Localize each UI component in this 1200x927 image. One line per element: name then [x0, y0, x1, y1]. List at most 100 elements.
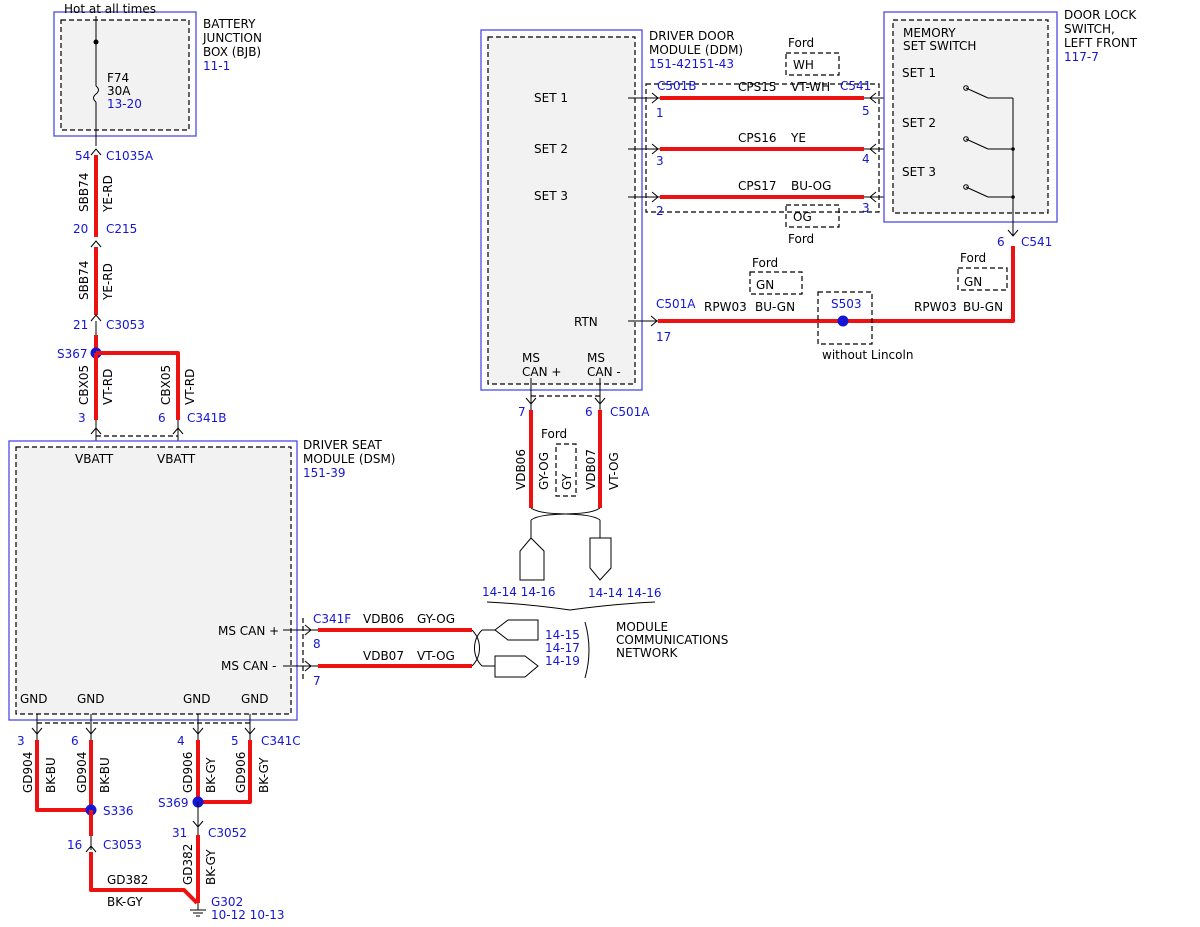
splice-s503[interactable] — [837, 315, 849, 327]
c541-pin-3: 3 — [862, 201, 870, 215]
gd906-right-circuit: GD906 — [234, 752, 248, 793]
door-lock-switch-left-front[interactable] — [883, 11, 1058, 223]
ground-icon — [190, 903, 206, 917]
rpw03-left-color: BU-GN — [755, 300, 795, 314]
fuse-f74-icon — [93, 85, 99, 103]
dsm-ms-can-minus: MS CAN - — [221, 659, 277, 673]
c341b-label[interactable]: C341B — [187, 411, 227, 425]
ddm-can-minus-line1: MS — [587, 351, 605, 365]
c3053-bottom-label[interactable]: C3053 — [103, 838, 142, 852]
s336-label[interactable]: S336 — [103, 804, 134, 818]
ddm-set2: SET 2 — [534, 142, 568, 156]
bjb-title-line3: BOX (BJB) — [203, 45, 261, 59]
s367-label[interactable]: S367 — [57, 347, 88, 361]
s503-label[interactable]: S503 — [831, 297, 862, 311]
gd904-right-circuit: GD904 — [75, 752, 89, 793]
dsm-page-ref[interactable]: 151-39 — [303, 466, 346, 480]
c341f-label[interactable]: C341F — [313, 612, 351, 626]
ddm-can-plus-refs[interactable]: 14-14 14-16 — [482, 585, 556, 599]
switch-set2-icon — [963, 136, 1013, 150]
fuse-name: F74 — [107, 71, 129, 85]
bjb-page-ref[interactable]: 11-1 — [203, 59, 230, 73]
network-ref-3[interactable]: 14-19 — [545, 654, 580, 668]
vdb06-v-circuit: VDB06 — [514, 449, 528, 490]
ford-label-cps17: Ford — [788, 232, 814, 246]
dsm-ms-can-plus: MS CAN + — [218, 624, 279, 638]
rpw03-right-color: BU-GN — [963, 300, 1003, 314]
sbb74-upper-circuit: SBB74 — [77, 173, 91, 212]
g302-page-refs[interactable]: 10-12 10-13 — [211, 908, 285, 922]
c3053-top-pin: 21 — [73, 318, 88, 332]
gd906-left-color: BK-GY — [204, 757, 218, 793]
c501a-rtn-label[interactable]: C501A — [656, 297, 696, 311]
gd904-left-color: BK-BU — [44, 757, 58, 793]
c341c-pin-2: 6 — [71, 734, 79, 748]
network-label-line1: MODULE — [616, 620, 668, 634]
driver-seat-module[interactable] — [8, 440, 298, 721]
network-ref-2[interactable]: 14-17 — [545, 641, 580, 655]
ddm-can-minus-refs[interactable]: 14-14 14-16 — [588, 586, 662, 600]
switch-set1-icon — [963, 85, 1013, 99]
cps17-circuit: CPS17 — [738, 179, 777, 193]
cps15-ford-color: WH — [793, 58, 814, 72]
wire-cbx05-right[interactable] — [96, 351, 180, 420]
wire-gd382-left[interactable] — [89, 852, 199, 905]
gd904-left-circuit: GD904 — [21, 752, 35, 793]
switch-set3-icon — [963, 184, 1013, 198]
c1035a-label[interactable]: C1035A — [106, 149, 154, 163]
fuse-page-ref[interactable]: 13-20 — [107, 97, 142, 111]
c501b-pin-1: 1 — [656, 106, 664, 120]
dls-title-line3: LEFT FRONT — [1064, 36, 1138, 50]
cbx05-right-color: VT-RD — [183, 369, 197, 405]
network-ref-1[interactable]: 14-15 — [545, 628, 580, 642]
c501b-label[interactable]: C501B — [657, 79, 697, 93]
dls-page-ref[interactable]: 117-7 — [1064, 50, 1099, 64]
ford-label-rpw03-left: Ford — [752, 256, 778, 270]
c541-rtn-pin: 6 — [997, 235, 1005, 249]
cps16-color: YE — [790, 131, 806, 145]
ddm-can-plus-line1: MS — [522, 351, 540, 365]
cps17-color: BU-OG — [791, 179, 831, 193]
ford-label-rpw03-right: Ford — [960, 251, 986, 265]
wire-gd906-right[interactable] — [198, 740, 252, 804]
c3053-top-label[interactable]: C3053 — [106, 318, 145, 332]
vdb06-ford-color: GY — [560, 473, 574, 490]
ddm-title-line2: MODULE (DDM) — [649, 43, 743, 57]
c341f-pin-minus: 7 — [313, 674, 321, 688]
ddm-can-minus-connector-icon — [589, 537, 612, 581]
c501a-pin-minus: 6 — [585, 405, 593, 419]
memory-switch-title-line2: SET SWITCH — [903, 39, 976, 53]
g302-label[interactable]: G302 — [211, 895, 243, 909]
dsm-gnd-1: GND — [20, 692, 48, 706]
c541-rtn-label[interactable]: C541 — [1021, 235, 1052, 249]
gd906-left-circuit: GD906 — [181, 752, 195, 793]
sbb74-lower-color: YE-RD — [101, 263, 115, 301]
hot-at-all-times-label: Hot at all times — [64, 2, 156, 16]
dls-title-line1: DOOR LOCK — [1064, 8, 1137, 22]
vdb06-h-color: GY-OG — [417, 612, 455, 626]
c541-label[interactable]: C541 — [840, 79, 871, 93]
c501b-pin-2: 3 — [656, 154, 664, 168]
s369-label[interactable]: S369 — [158, 796, 189, 810]
c541-pin-4: 4 — [862, 152, 870, 166]
c341c-label[interactable]: C341C — [261, 734, 301, 748]
c341b-pin-b: 6 — [158, 411, 166, 425]
c501a-can-label[interactable]: C501A — [610, 405, 650, 419]
ddm-can-plus-line2: CAN + — [522, 365, 561, 379]
wire-gd904-left[interactable] — [35, 740, 91, 812]
c3053-bottom-pin: 16 — [67, 838, 82, 852]
c3052-label[interactable]: C3052 — [208, 826, 247, 840]
ddm-can-plus-connector-icon — [519, 537, 545, 581]
dls-title-line2: SWITCH, — [1064, 22, 1115, 36]
cps16-circuit: CPS16 — [738, 131, 777, 145]
bjb-title-line1: BATTERY — [203, 17, 256, 31]
ddm-page-ref[interactable]: 151-42151-43 — [649, 57, 734, 71]
memory-set2-label: SET 2 — [902, 116, 936, 130]
c215-label[interactable]: C215 — [106, 222, 137, 236]
memory-set3-label: SET 3 — [902, 165, 936, 179]
cbx05-left-color: VT-RD — [101, 369, 115, 405]
driver-door-module[interactable] — [480, 29, 643, 391]
wire-rpw03-right[interactable] — [843, 246, 1015, 323]
battery-junction-box[interactable]: BATTERY JUNCTION BOX (BJB) 11-1 — [53, 11, 262, 137]
